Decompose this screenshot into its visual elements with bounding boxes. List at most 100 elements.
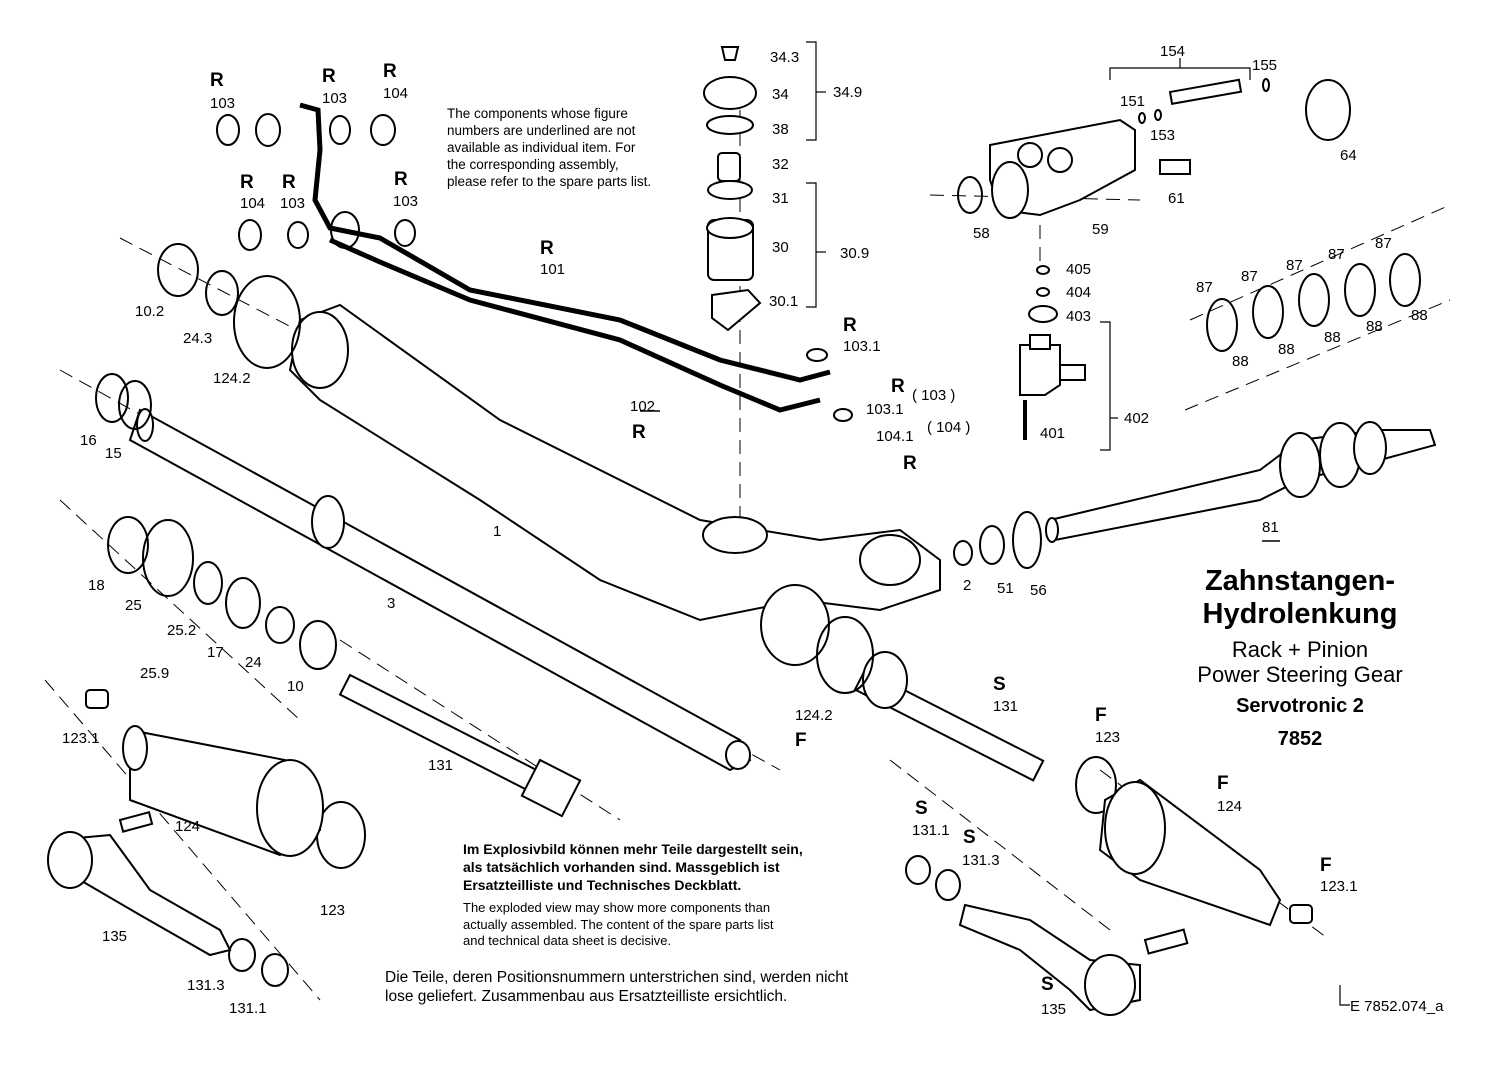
part-number-label: 31: [772, 190, 789, 207]
note-line: Im Explosivbild können mehr Teile darges…: [463, 841, 803, 857]
part-number-label: 103.1: [843, 338, 881, 355]
note-line: the corresponding assembly,: [447, 157, 619, 172]
part-number-label: 1: [493, 523, 501, 540]
part-number-label: ( 104 ): [927, 419, 970, 436]
part-number-label: 10.2: [135, 303, 164, 320]
part-number-label: 104: [240, 195, 265, 212]
valve-ring-stack: [1019, 344, 1061, 396]
title-line-2: Hydrolenkung: [1202, 598, 1398, 630]
gear-housing: [288, 303, 941, 622]
part-number-label: 102: [630, 398, 655, 415]
note-exploded-view-en: The exploded view may show more componen…: [463, 900, 773, 950]
service-code-letter: F: [1320, 855, 1332, 876]
note-line: actually assembled. The content of the s…: [463, 916, 774, 932]
part-number-label: 131.1: [229, 1000, 267, 1017]
part-number-label: 131.1: [912, 822, 950, 839]
part-number-label: 88: [1366, 318, 1383, 335]
part-number-label: 56: [1030, 582, 1047, 599]
seal-rings: [95, 78, 1421, 987]
part-number-label: 38: [772, 121, 789, 138]
part-number-label: 151: [1120, 93, 1145, 110]
part-number-label: 59: [1092, 221, 1109, 238]
part-number-label: 103: [393, 193, 418, 210]
note-line: Ersatzteilliste und Technisches Deckblat…: [463, 877, 742, 893]
note-line: and technical data sheet is decisive.: [463, 933, 672, 948]
note-line: numbers are underlined are not: [447, 123, 636, 138]
part-number-label: 124.2: [213, 370, 251, 387]
note-line: The components whose figure: [447, 106, 628, 121]
part-number-label: 135: [1041, 1001, 1066, 1018]
part-number-label: 405: [1066, 261, 1091, 278]
part-number-label: 404: [1066, 284, 1091, 301]
part-number-label: 104.1: [876, 428, 914, 445]
part-number-label: 58: [973, 225, 990, 242]
part-number-label: 81: [1262, 519, 1279, 536]
title-line-5: Servotronic 2: [1236, 695, 1364, 717]
part-number-label: 87: [1241, 268, 1258, 285]
service-code-letter: S: [915, 798, 928, 819]
service-code-letter: R: [632, 422, 646, 443]
title-line-6: 7852: [1277, 728, 1323, 750]
part-number-label: 18: [88, 577, 105, 594]
tie-rod-end-left: [53, 833, 232, 957]
title-line-3: Rack + Pinion: [1231, 637, 1369, 662]
part-number-label: 87: [1286, 257, 1303, 274]
part-number-label: 403: [1066, 308, 1091, 325]
service-code-letter: R: [903, 453, 917, 474]
part-number-label: 402: [1124, 410, 1149, 427]
return-line-102: [328, 237, 821, 413]
note-line: available as individual item. For: [447, 140, 636, 155]
part-number-label: 25.9: [140, 665, 169, 682]
part-number-label: ( 103 ): [912, 387, 955, 404]
part-number-label: 24: [245, 654, 262, 671]
note-line: please refer to the spare parts list.: [447, 174, 652, 189]
part-number-label: 123.1: [1320, 878, 1358, 895]
note-line: lose geliefert. Zusammenbau aus Ersatzte…: [385, 988, 788, 1005]
service-code-letter: R: [843, 315, 857, 336]
part-number-label: 131: [428, 757, 453, 774]
service-code-letter: R: [210, 70, 224, 91]
part-number-label: 15: [105, 445, 122, 462]
part-number-label: 131: [993, 698, 1018, 715]
note-underlined-parts-de: Die Teile, deren Positionsnummern unters…: [385, 968, 848, 1006]
note-line: Die Teile, deren Positionsnummern unters…: [385, 969, 849, 986]
part-number-label: 51: [997, 580, 1014, 597]
part-number-label: 123.1: [62, 730, 100, 747]
part-number-label: 103: [280, 195, 305, 212]
part-number-label: 155: [1252, 57, 1277, 74]
service-code-letter: R: [383, 61, 397, 82]
part-number-label: 124.2: [795, 707, 833, 724]
service-code-letter: R: [322, 66, 336, 87]
part-number-label: 24.3: [183, 330, 212, 347]
part-number-label: 32: [772, 156, 789, 173]
part-number-label: 10: [287, 678, 304, 695]
part-number-label: 123: [1095, 729, 1120, 746]
part-number-label: 154: [1160, 43, 1185, 60]
power-steering-assembly-drawing: [47, 46, 1437, 1016]
part-number-label: 61: [1168, 190, 1185, 207]
part-number-label: 25.2: [167, 622, 196, 639]
part-number-label: 88: [1232, 353, 1249, 370]
service-code-letter: R: [540, 238, 554, 259]
part-number-label: 34: [772, 86, 789, 103]
part-number-label: 87: [1375, 235, 1392, 252]
part-number-label: 3: [387, 595, 395, 612]
service-code-letter: R: [240, 172, 254, 193]
service-code-letter: R: [394, 169, 408, 190]
part-number-label: 88: [1411, 307, 1428, 324]
part-number-label: 30: [772, 239, 789, 256]
drawing-reference: E 7852.074_a: [1350, 998, 1444, 1015]
part-number-label: 25: [125, 597, 142, 614]
service-code-letter: R: [891, 376, 905, 397]
part-number-label: 103: [210, 95, 235, 112]
part-number-label: 103.1: [866, 401, 904, 418]
part-number-label: 88: [1324, 329, 1341, 346]
part-number-label: 131.3: [187, 977, 225, 994]
part-number-label: 34.9: [833, 84, 862, 101]
part-number-label: 123: [320, 902, 345, 919]
part-number-label: 16: [80, 432, 97, 449]
note-line: als tatsächlich vorhanden sind. Massgebl…: [463, 859, 780, 875]
service-code-letter: S: [1041, 974, 1054, 995]
title-line-1: Zahnstangen-: [1204, 565, 1396, 597]
